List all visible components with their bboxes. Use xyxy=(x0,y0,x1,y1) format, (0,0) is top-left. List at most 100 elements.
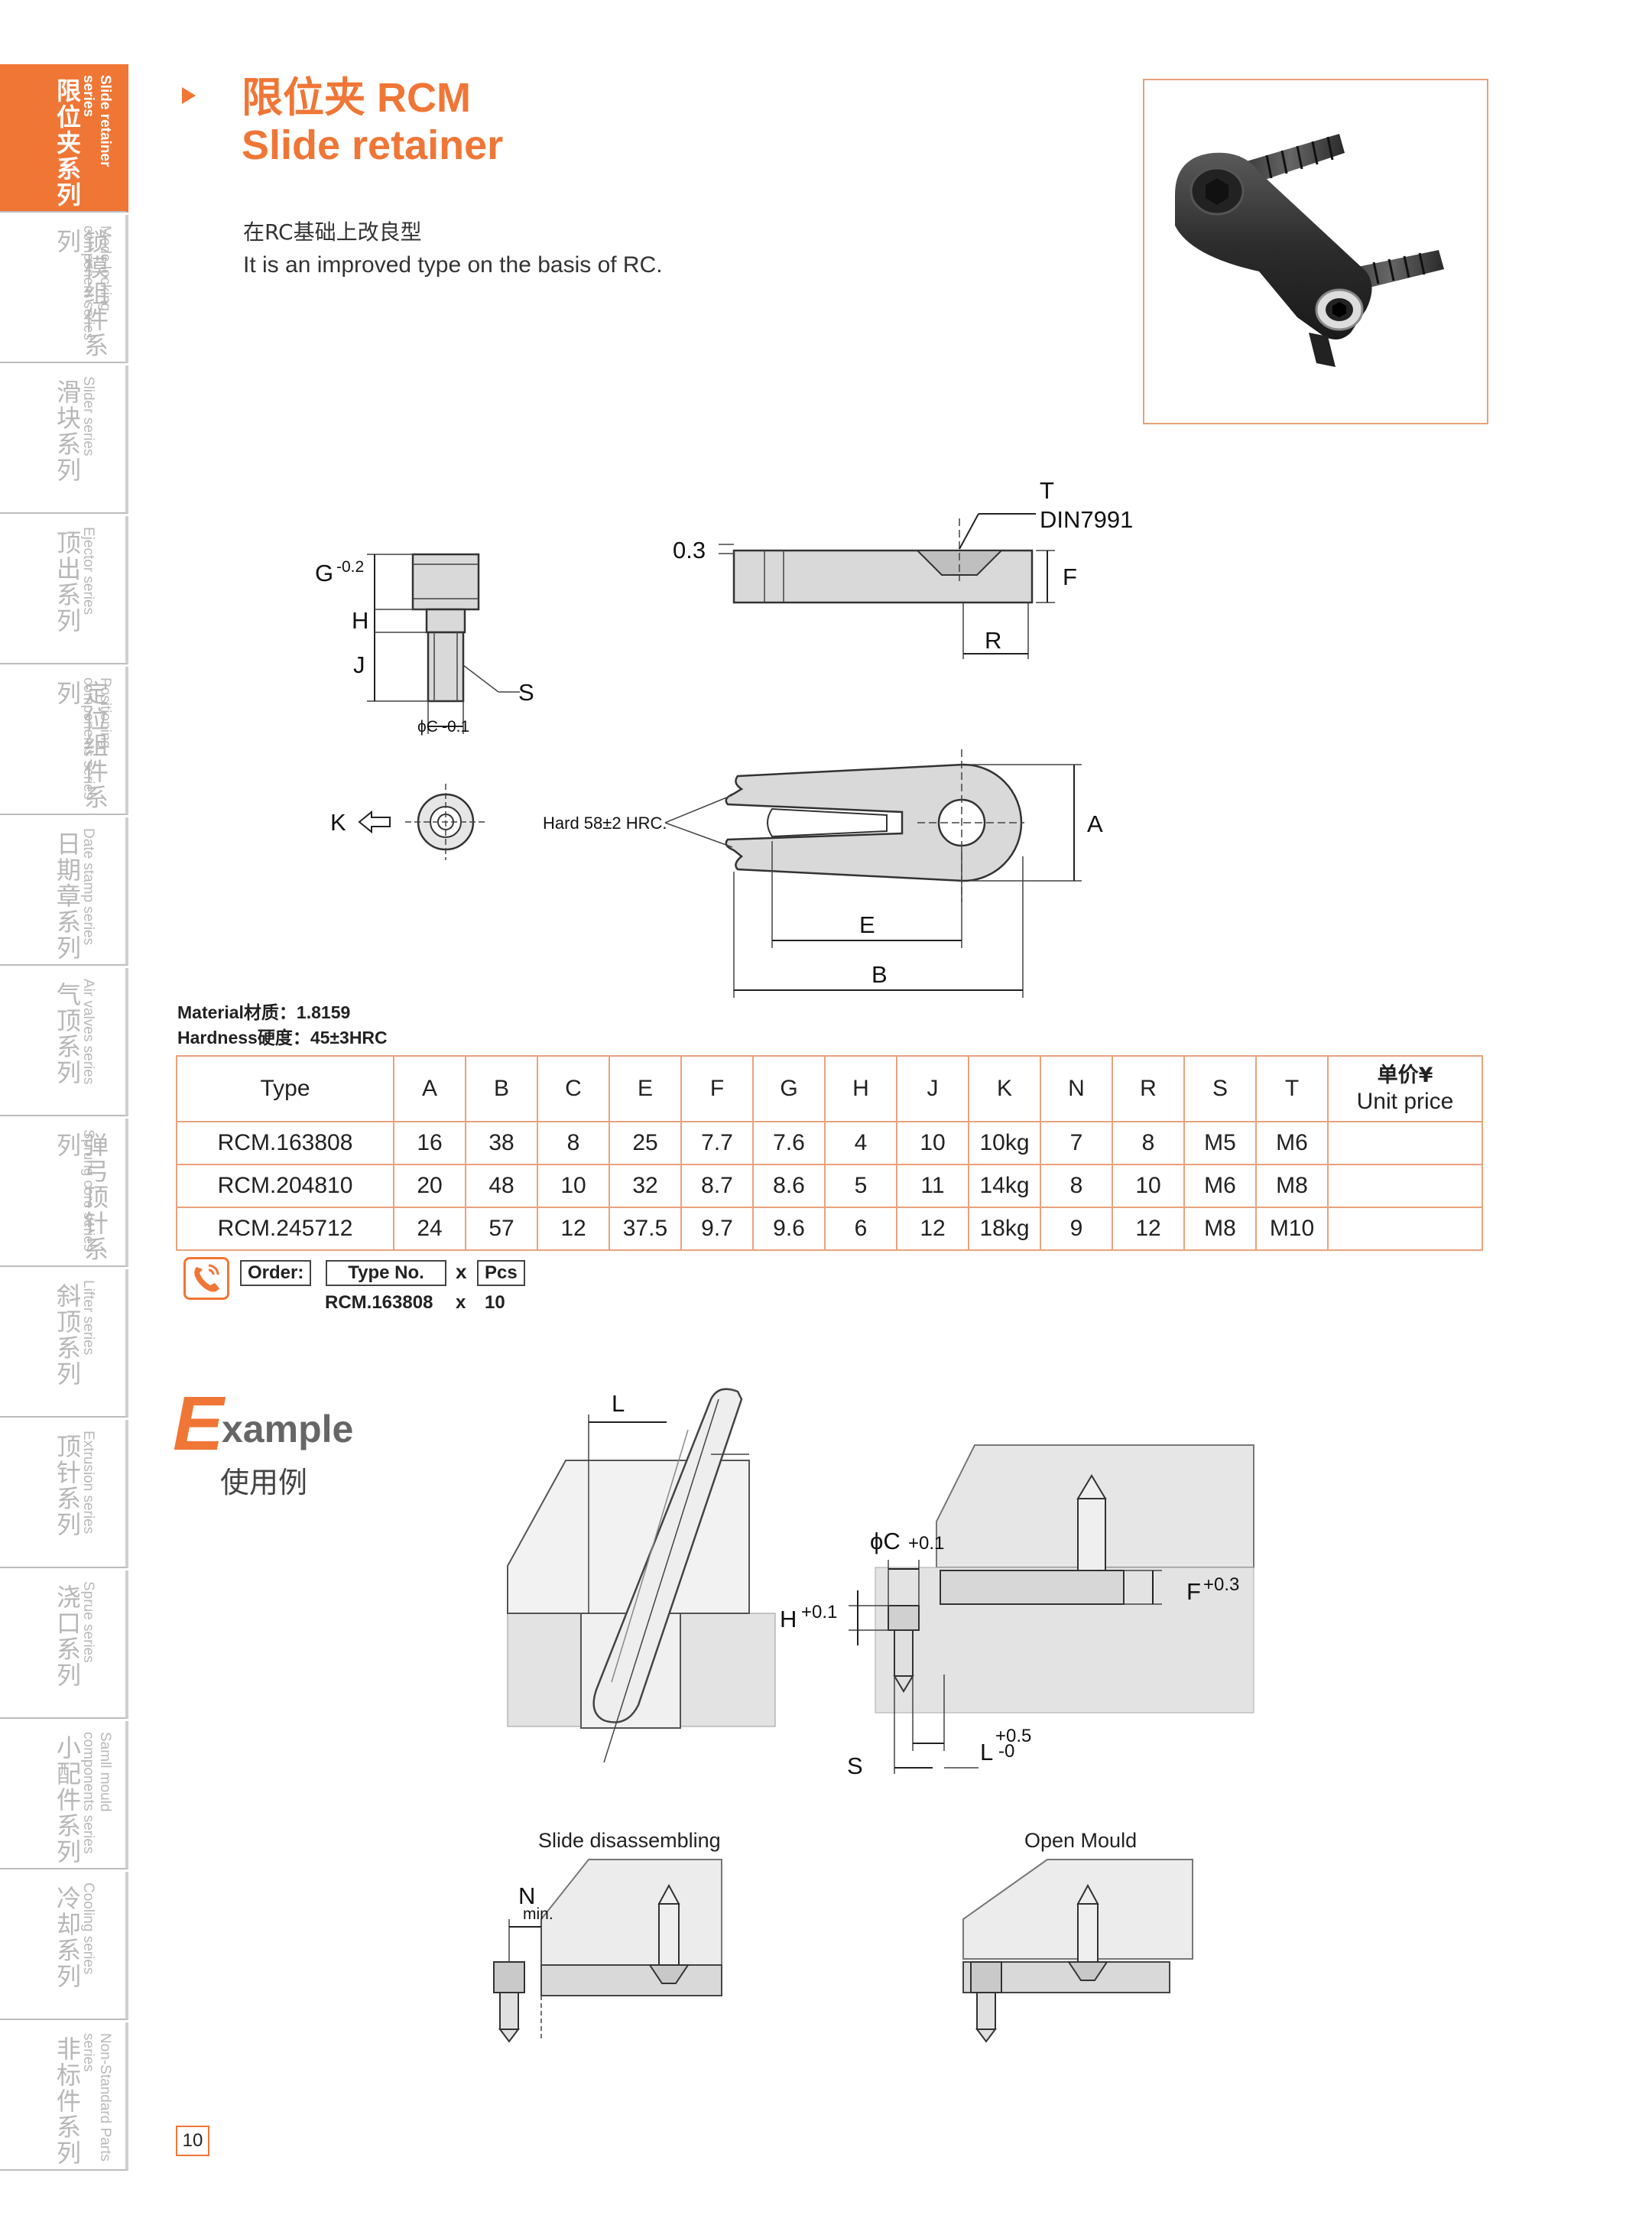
sidebar-item-label-en: Mode locking component series xyxy=(80,226,113,340)
sidebar-item-label-cn: 气顶系列 xyxy=(53,982,82,1086)
sidebar-item-label-cn: 顶出系列 xyxy=(53,530,82,634)
header-G: G xyxy=(752,1055,826,1122)
sidebar-item-label-en: Slide retainer series xyxy=(80,75,113,167)
sidebar-item-label-cn: 限位夹系列 xyxy=(53,78,82,208)
ex-dim-C: ϕC xyxy=(870,1528,901,1554)
order-label: Order: xyxy=(240,1260,312,1286)
header-F: F xyxy=(680,1055,754,1122)
table-header-row: Type A B C E F G H J K N R S T 单价¥ Unit … xyxy=(176,1055,1483,1122)
header-unit-price: 单价¥ Unit price xyxy=(1327,1055,1483,1122)
table-cell: M6 xyxy=(1183,1164,1257,1208)
table-cell: 9.7 xyxy=(680,1207,754,1251)
sidebar-item-label-en: Cooling series xyxy=(80,1882,96,1975)
sidebar-item-label-en: Samll mould components series xyxy=(80,1732,113,1854)
example-heading: xample xyxy=(222,1408,354,1450)
table-cell: 38 xyxy=(465,1121,538,1165)
sidebar-item-label-en: Lifter series xyxy=(80,1280,96,1356)
ex-dim-H: H xyxy=(780,1606,797,1632)
header-S: S xyxy=(1183,1055,1257,1122)
table-cell: 9.6 xyxy=(752,1207,826,1251)
table-cell xyxy=(1327,1164,1483,1208)
fork-top-view xyxy=(664,749,1082,998)
table-cell: 10 xyxy=(537,1164,610,1208)
header-R: R xyxy=(1112,1055,1185,1122)
table-cell: 8.6 xyxy=(752,1164,826,1208)
table-cell: 7 xyxy=(1040,1121,1113,1165)
sidebar-item-label-cn: 冷却系列 xyxy=(53,1886,82,1990)
dim-T: T xyxy=(1040,477,1054,504)
dim-E: E xyxy=(859,911,875,938)
header-type: Type xyxy=(176,1055,394,1122)
ex-dim-L2: L xyxy=(980,1739,993,1765)
sidebar-item-label-cn: 斜顶系列 xyxy=(53,1283,82,1387)
title-bullet-icon xyxy=(182,87,196,104)
table-cell: 32 xyxy=(609,1164,682,1208)
sidebar-item-label-cn: 小配件系列 xyxy=(53,1735,82,1865)
sidebar-item-label-en: Date stamp series xyxy=(80,828,96,946)
sidebar-item-label-en: Slider series xyxy=(80,376,96,456)
table-cell: M6 xyxy=(1255,1121,1329,1165)
dim-S: S xyxy=(518,679,534,706)
hardness-note: Hard 58±2 HRC. xyxy=(543,814,667,833)
table-cell: 12 xyxy=(1112,1207,1185,1251)
table-cell: 48 xyxy=(465,1164,538,1208)
caption-slide-disassembling: Slide disassembling xyxy=(538,1829,721,1852)
sidebar-item-label-cn: 浇口系列 xyxy=(53,1584,82,1688)
dim-C-tol: -0.1 xyxy=(442,718,469,736)
pin-end-view xyxy=(358,784,486,860)
page-number: 10 xyxy=(176,2126,209,2156)
header-T: T xyxy=(1255,1055,1329,1122)
table-cell: 12 xyxy=(537,1207,610,1251)
ex-dim-F: F xyxy=(1186,1578,1201,1605)
example-heading-initial: E xyxy=(173,1381,224,1467)
top-view-bar xyxy=(719,513,1055,659)
header-B: B xyxy=(465,1055,538,1122)
table-cell: 10 xyxy=(1112,1164,1185,1208)
page-title-cn: 限位夹 RCM xyxy=(242,75,471,121)
header-A: A xyxy=(393,1055,466,1122)
header-price-cn: 单价¥ xyxy=(1377,1064,1433,1087)
dim-H: H xyxy=(352,607,368,634)
ex-dim-H-tol: +0.1 xyxy=(801,1602,837,1622)
table-cell: 8 xyxy=(1112,1121,1185,1165)
hardness-text: Hardness硬度：45±3HRC xyxy=(177,1028,388,1048)
example-open-mould xyxy=(962,1859,1193,2043)
order-example-qty: 10 xyxy=(485,1292,505,1313)
header-J: J xyxy=(896,1055,969,1122)
header-H: H xyxy=(824,1055,897,1122)
table-cell: 14kg xyxy=(968,1164,1041,1208)
table-cell: RCM.204810 xyxy=(176,1164,394,1208)
dim-din: DIN7991 xyxy=(1040,506,1133,533)
ex-dim-S: S xyxy=(847,1752,863,1779)
ex-dim-N-min: min. xyxy=(523,1905,553,1923)
example-angle-pin xyxy=(507,1388,776,1763)
order-example-times: x xyxy=(456,1292,466,1313)
sidebar-item-label-cn: 弹弓顶针系列 xyxy=(53,1132,109,1262)
table-cell xyxy=(1327,1121,1483,1165)
table-cell: 4 xyxy=(824,1121,897,1165)
ex-dim-L: L xyxy=(612,1390,625,1417)
sidebar-item-label-cn: 定位组件系列 xyxy=(53,680,109,810)
table-cell: 9 xyxy=(1040,1207,1113,1251)
ex-dim-F-tol: +0.3 xyxy=(1203,1574,1239,1595)
table-cell: 10 xyxy=(896,1121,969,1165)
header-E: E xyxy=(609,1055,682,1122)
